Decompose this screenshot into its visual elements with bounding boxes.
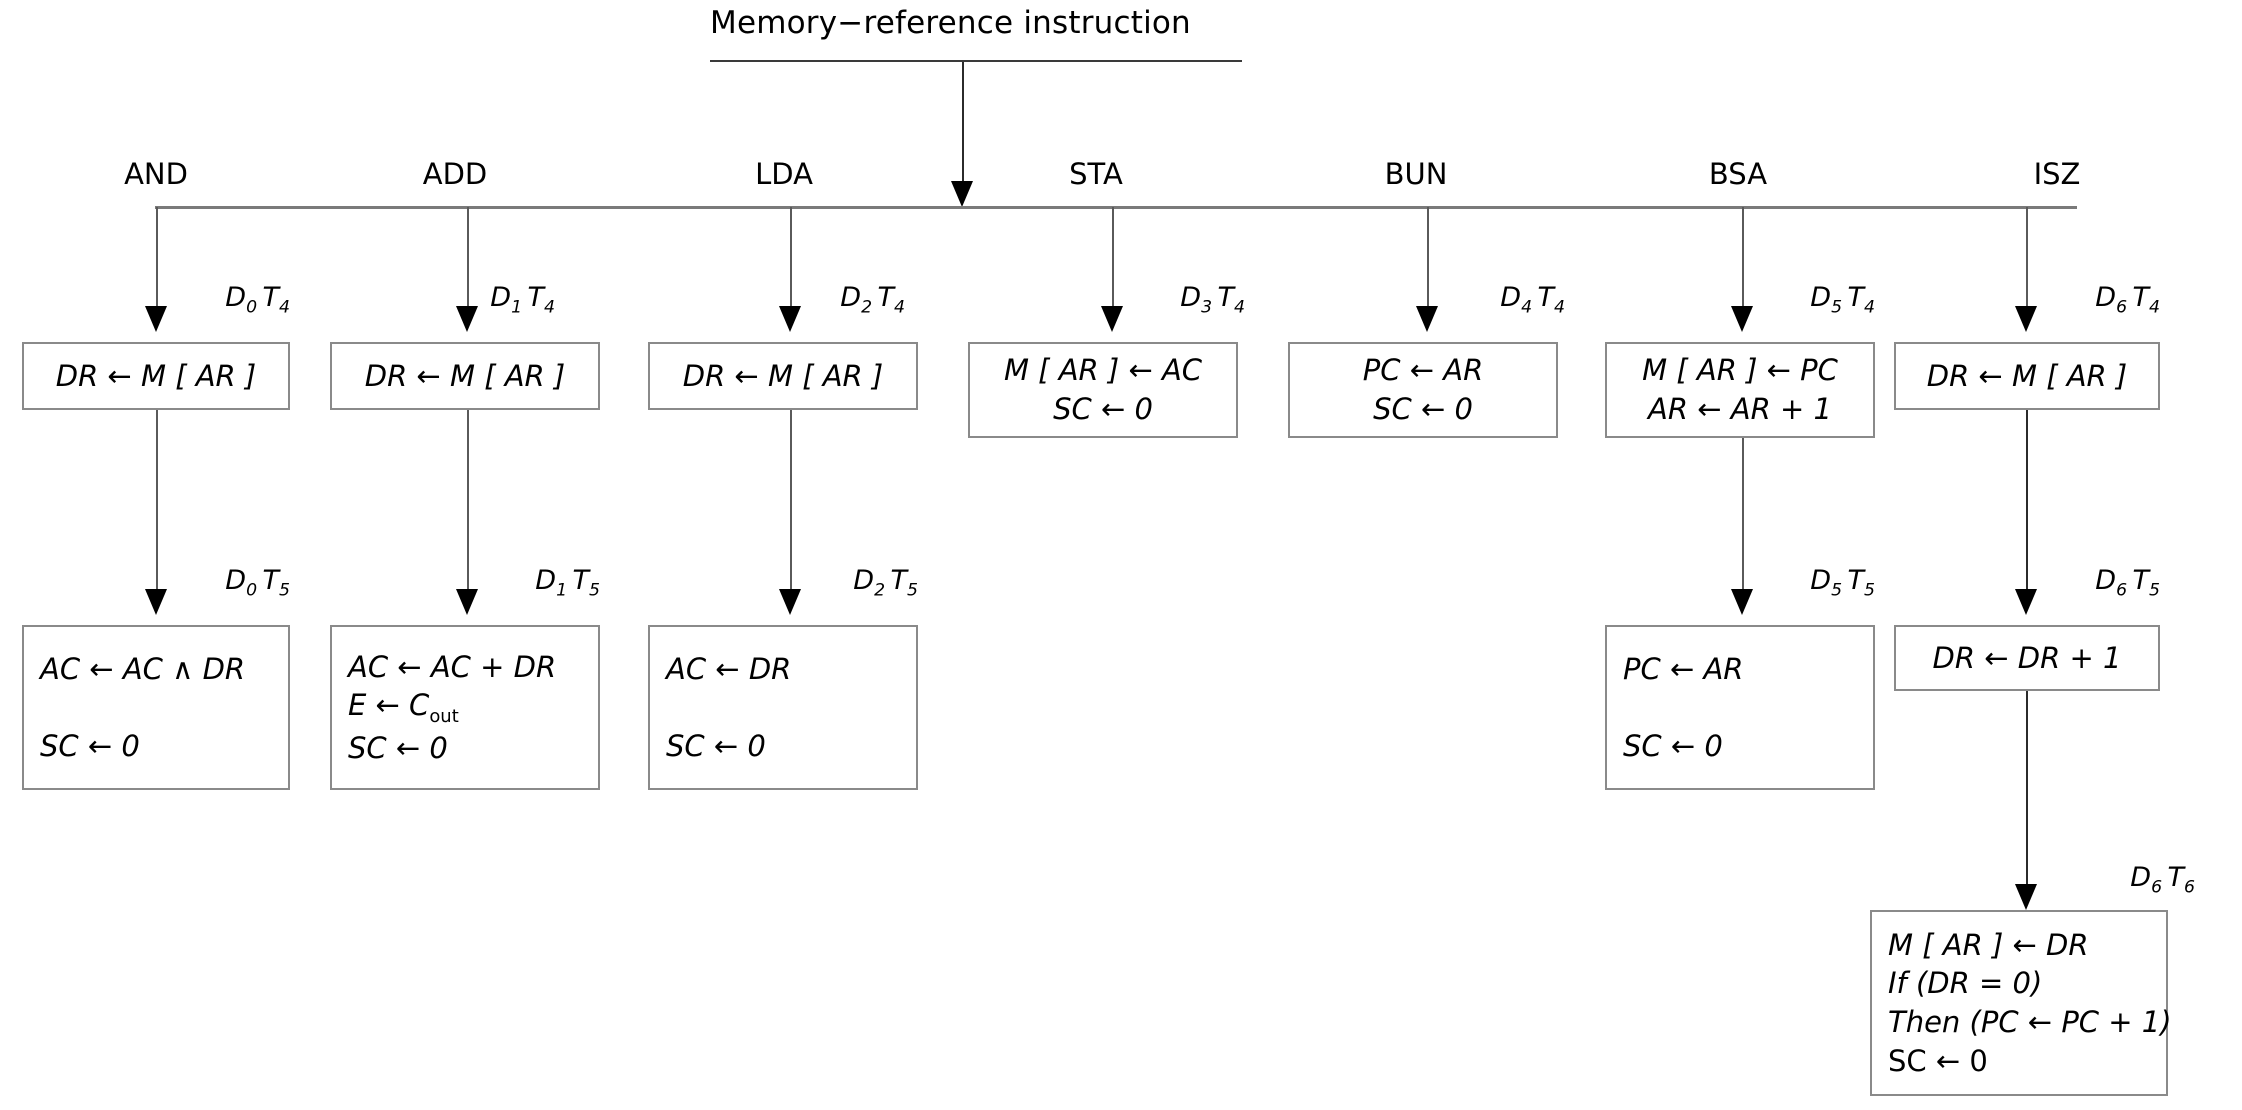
microop-line: DR ← DR + 1: [1932, 640, 2122, 675]
connector-arrow-and-t4-t5: [145, 589, 167, 615]
microop-line-blank: [650, 688, 916, 727]
microop-box-lda-t4: DR ← M [ AR ]: [648, 342, 918, 410]
timing-label-isz-t5: D6 T5: [2095, 565, 2160, 601]
connector-line-lda-t4-t5: [790, 410, 792, 590]
microop-line: AC ← AC + DR: [348, 649, 557, 684]
connector-arrow-bsa-t4-t5: [1731, 589, 1753, 615]
drop-arrow-and: [145, 306, 167, 332]
drop-line-add: [467, 207, 469, 307]
connector-arrow-add-t4-t5: [456, 589, 478, 615]
timing-label-bun-t4: D4 T4: [1500, 282, 1565, 318]
connector-line-bsa-t4-t5: [1742, 438, 1744, 590]
connector-line-add-t4-t5: [467, 410, 469, 590]
microop-box-bun-t4: PC ← AR SC ← 0: [1288, 342, 1558, 438]
microop-box-bsa-t5: PC ← AR SC ← 0: [1605, 625, 1875, 790]
microop-box-sta-t4: M [ AR ] ← AC SC ← 0: [968, 342, 1238, 438]
microop-line: PC ← AR: [1623, 651, 1744, 686]
timing-label-add-t5: D1 T5: [535, 565, 600, 601]
drop-line-bun: [1427, 207, 1429, 307]
column-label-isz: ISZ: [2033, 157, 2081, 191]
title-underline: [710, 60, 1242, 62]
timing-label-lda-t5: D2 T5: [853, 565, 918, 601]
timing-label-and-t4: D0 T4: [225, 282, 290, 318]
timing-label-add-t4: D1 T4: [490, 282, 555, 318]
connector-arrow-isz-t4-t5: [2015, 589, 2037, 615]
microop-box-and-t5: AC ← AC ∧ DR SC ← 0: [22, 625, 290, 790]
page-title: Memory−reference instruction: [710, 5, 1191, 41]
microop-box-and-t4: DR ← M [ AR ]: [22, 342, 290, 410]
column-label-and: AND: [124, 157, 188, 191]
column-label-bsa: BSA: [1708, 157, 1768, 191]
instruction-bus-line: [155, 206, 2077, 209]
title-connector-arrow: [951, 181, 973, 207]
microop-line-e: E ← C: [348, 688, 430, 723]
microop-line: SC ← 0: [1623, 728, 1723, 763]
microop-line: SC ← 0: [348, 730, 448, 765]
microop-line: SC ← 0: [1373, 392, 1473, 426]
timing-label-bsa-t5: D5 T5: [1810, 565, 1875, 601]
timing-label-sta-t4: D3 T4: [1180, 282, 1245, 318]
microop-line: If (DR = 0): [1888, 966, 2043, 1001]
connector-line-isz-t4-t5: [2026, 410, 2028, 590]
microop-line: SC ← 0: [666, 728, 766, 763]
drop-arrow-lda: [779, 306, 801, 332]
microop-line-blank: [24, 688, 288, 727]
drop-line-lda: [790, 207, 792, 307]
carry-subscript: out: [429, 705, 459, 727]
microop-line-blank: [1607, 688, 1873, 727]
microop-box-bsa-t4: M [ AR ] ← PC AR ← AR + 1: [1605, 342, 1875, 438]
microop-box-isz-t4: DR ← M [ AR ]: [1894, 342, 2160, 410]
microop-box-lda-t5: AC ← DR SC ← 0: [648, 625, 918, 790]
drop-line-sta: [1112, 207, 1114, 307]
column-label-lda: LDA: [755, 157, 813, 191]
drop-arrow-bsa: [1731, 306, 1753, 332]
connector-arrow-lda-t4-t5: [779, 589, 801, 615]
timing-label-bsa-t4: D5 T4: [1810, 282, 1875, 318]
microop-box-isz-t5: DR ← DR + 1: [1894, 625, 2160, 691]
connector-line-and-t4-t5: [156, 410, 158, 590]
microop-line: DR ← M [ AR ]: [55, 358, 257, 393]
column-label-bun: BUN: [1384, 157, 1448, 191]
microop-box-add-t4: DR ← M [ AR ]: [330, 342, 600, 410]
microop-box-isz-t6: M [ AR ] ← DR If (DR = 0) Then (PC ← PC …: [1870, 910, 2172, 1096]
microop-line-carry: E ← Cout: [332, 686, 598, 729]
microop-line: DR ← M [ AR ]: [1926, 358, 2128, 393]
drop-arrow-bun: [1416, 306, 1438, 332]
microop-line: M [ AR ] ← AC: [1003, 353, 1203, 388]
microop-line: M [ AR ] ← PC: [1642, 353, 1838, 388]
drop-arrow-isz: [2015, 306, 2037, 332]
drop-arrow-add: [456, 306, 478, 332]
drop-arrow-sta: [1101, 306, 1123, 332]
microop-line: Then (PC ← PC + 1): [1888, 1005, 2172, 1039]
drop-line-isz: [2026, 207, 2028, 307]
microop-line: DR ← M [ AR ]: [364, 358, 566, 393]
microop-line: SC ← 0: [1888, 1043, 1988, 1078]
microop-line: DR ← M [ AR ]: [682, 358, 884, 393]
connector-arrow-isz-t5-t6: [2015, 884, 2037, 910]
microop-line: M [ AR ] ← DR: [1888, 927, 2089, 962]
title-connector-line: [962, 62, 964, 182]
timing-label-lda-t4: D2 T4: [840, 282, 905, 318]
column-label-sta: STA: [1069, 157, 1123, 191]
microop-line: AC ← DR: [666, 651, 792, 686]
microop-line: SC ← 0: [1053, 392, 1153, 426]
drop-line-and: [156, 207, 158, 307]
timing-label-isz-t6: D6 T6: [2130, 862, 2195, 898]
microop-line: PC ← AR: [1362, 353, 1484, 388]
drop-line-bsa: [1742, 207, 1744, 307]
timing-label-isz-t4: D6 T4: [2095, 282, 2160, 318]
microop-box-add-t5: AC ← AC + DR E ← Cout SC ← 0: [330, 625, 600, 790]
connector-line-isz-t5-t6: [2026, 691, 2028, 885]
timing-label-and-t5: D0 T5: [225, 565, 290, 601]
microop-line: AR ← AR + 1: [1648, 392, 1832, 426]
microop-line: AC ← AC ∧ DR: [40, 651, 246, 686]
microop-line: SC ← 0: [40, 728, 140, 763]
column-label-add: ADD: [422, 157, 488, 191]
